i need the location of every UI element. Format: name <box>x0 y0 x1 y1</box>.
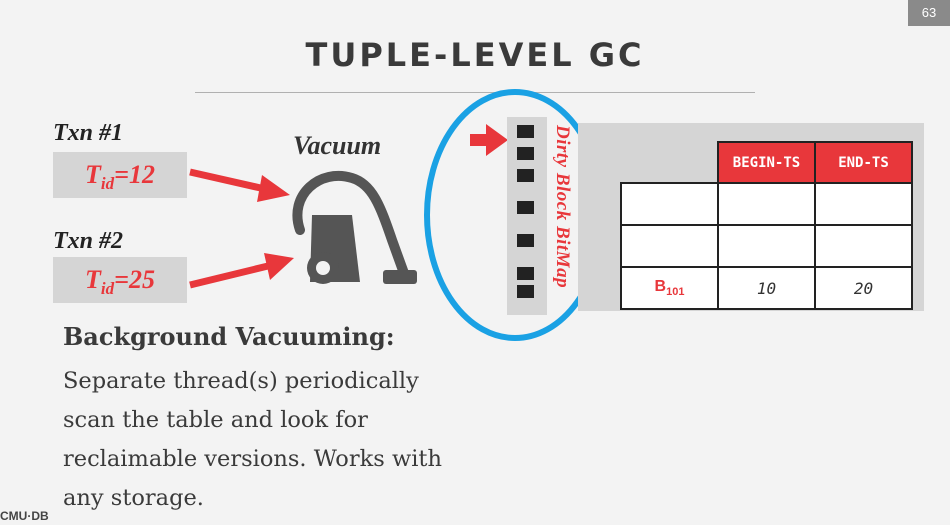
table-row <box>620 182 913 226</box>
row-id-sub: 101 <box>666 286 685 299</box>
table-row: B101 10 20 <box>620 266 913 310</box>
row-id-cell: B101 <box>620 266 719 310</box>
txn-1-label: Txn #1 <box>53 120 124 146</box>
table-cell <box>620 182 719 226</box>
tid-prefix: T <box>85 265 101 294</box>
txn-2-tid: Tid=25 <box>53 257 187 303</box>
bitmap-bit <box>517 125 534 138</box>
table-cell <box>814 224 913 268</box>
table-cell <box>620 224 719 268</box>
tid-prefix: T <box>85 160 101 189</box>
vacuum-label: Vacuum <box>293 131 382 160</box>
begin-ts-header: BEGIN-TS <box>717 141 816 184</box>
tid-sub: id <box>100 174 115 193</box>
slide-title: TUPLE-LEVEL GC <box>305 36 645 74</box>
table-row <box>620 224 913 268</box>
tid-value: =12 <box>114 160 155 189</box>
title-divider <box>195 92 755 93</box>
end-ts-header: END-TS <box>814 141 913 184</box>
tid-value: =25 <box>114 265 155 294</box>
bitmap-bit <box>517 285 534 298</box>
bitmap-pointer-arrow-icon <box>470 124 508 156</box>
begin-ts-value: 10 <box>717 266 816 310</box>
bitmap-label: Dirty Block BitMap <box>552 125 573 289</box>
arrow-txn2-icon <box>189 253 294 289</box>
vacuum-icon <box>292 171 417 284</box>
bitmap-bit <box>517 201 534 214</box>
background-vacuuming-title: Background Vacuuming: <box>63 322 395 351</box>
table-cell <box>717 182 816 226</box>
cmu-db-logo: CMU·DB <box>0 509 49 523</box>
slide-number: 63 <box>908 0 950 26</box>
table-header-row: BEGIN-TS END-TS <box>621 141 913 184</box>
bitmap-bit <box>517 169 534 182</box>
txn-2-label: Txn #2 <box>53 228 124 254</box>
end-ts-value: 20 <box>814 266 913 310</box>
row-id-main: B <box>654 277 667 295</box>
header-empty-cell <box>621 142 718 183</box>
bitmap-bit <box>517 147 534 160</box>
version-table: BEGIN-TS END-TS B101 10 20 <box>620 141 913 310</box>
table-cell <box>814 182 913 226</box>
txn-1-tid: Tid=12 <box>53 152 187 198</box>
dirty-block-bitmap <box>507 117 547 315</box>
arrow-txn1-icon <box>189 168 290 202</box>
bitmap-bit <box>517 267 534 280</box>
background-vacuuming-text: Separate thread(s) periodically scan the… <box>63 368 442 511</box>
table-cell <box>717 224 816 268</box>
bitmap-bit <box>517 234 534 247</box>
tid-sub: id <box>100 279 115 298</box>
